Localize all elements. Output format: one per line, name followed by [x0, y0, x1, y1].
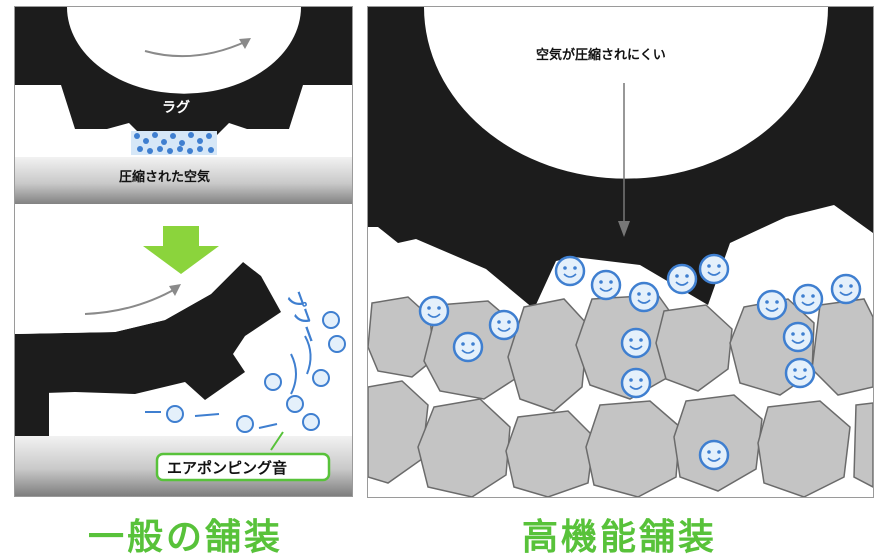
tire [15, 262, 281, 400]
compressed-air-label: 圧縮された空気 [119, 169, 210, 185]
air-pumping-noise-box [155, 452, 331, 482]
porous-diagram: 空気が圧縮されにくい [368, 7, 873, 497]
caption-porous-pavement: 高機能舗装 [522, 517, 718, 558]
release-diagram: プフー エアポンピング音 [15, 226, 352, 496]
down-arrow-icon [143, 226, 219, 274]
air-pumping-noise-label: エアポンピング音 [167, 459, 287, 477]
pfff-label: プフー [282, 288, 321, 346]
escaping-air-bubbles [166, 311, 346, 433]
lug-label: ラグ [162, 99, 190, 116]
hard-to-compress-label: 空気が圧縮されにくい [536, 47, 666, 63]
compression-diagram: ラグ 圧縮された空気 [15, 7, 352, 205]
caption-conventional-pavement: 一般の舗装 [88, 517, 284, 558]
rotation-arrow [144, 40, 248, 58]
air-bubbles [418, 253, 862, 471]
road-surface [15, 157, 352, 205]
panel-conventional-release: プフー エアポンピング音 [14, 204, 353, 497]
panel-conventional-compression: ラグ 圧縮された空気 [14, 6, 353, 206]
rotation-arrow [84, 287, 178, 315]
panel-porous-pavement: 空気が圧縮されにくい [367, 6, 874, 498]
